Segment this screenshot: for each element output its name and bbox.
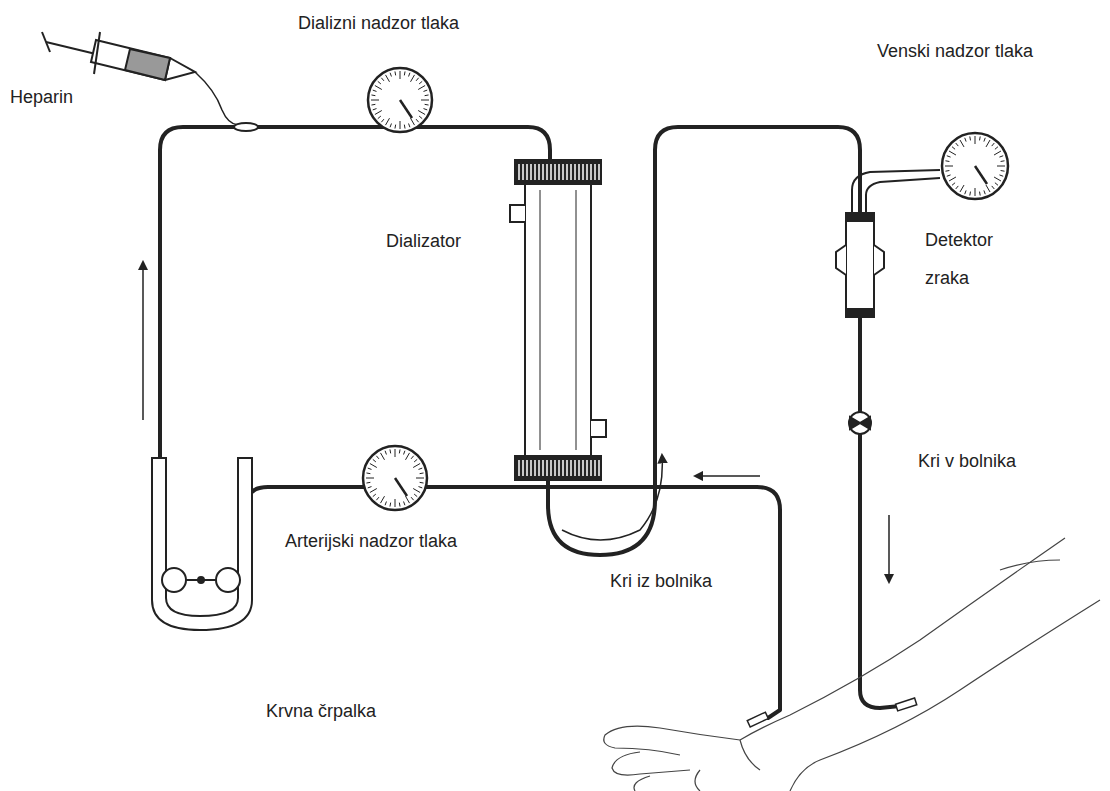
dialyzer-fins <box>519 164 599 476</box>
part-label: Detektor zraka <box>925 222 1011 298</box>
pressure-gauge <box>363 446 427 510</box>
flow-arrow <box>562 455 662 540</box>
heparin-syringe <box>42 32 258 131</box>
part-label: Dializni nadzor tlaka <box>298 12 459 35</box>
blood-pump <box>152 458 252 630</box>
pressure-gauge <box>942 133 1008 199</box>
part-label: Kri iz bolnika <box>610 570 712 593</box>
part-label: Arterijski nadzor tlaka <box>285 530 457 553</box>
blood-tube <box>860 317 900 708</box>
flow-arrow <box>142 262 144 420</box>
blood-tube <box>548 127 860 555</box>
patient-arm <box>604 538 1100 791</box>
dialyzer <box>510 160 606 480</box>
pressure-gauge <box>368 68 432 132</box>
part-label: Venski nadzor tlaka <box>877 40 1033 63</box>
flow-arrow <box>888 515 890 582</box>
venous-clamp <box>849 412 871 434</box>
part-label: Kri v bolnika <box>918 450 1016 473</box>
flow-arrow <box>695 475 760 477</box>
part-label: Heparin <box>10 86 73 109</box>
blood-tube <box>245 462 780 718</box>
part-label: Dializator <box>386 230 461 253</box>
air-detector <box>836 170 940 317</box>
part-label: Krvna črpalka <box>266 700 376 723</box>
blood-tube <box>160 127 550 462</box>
